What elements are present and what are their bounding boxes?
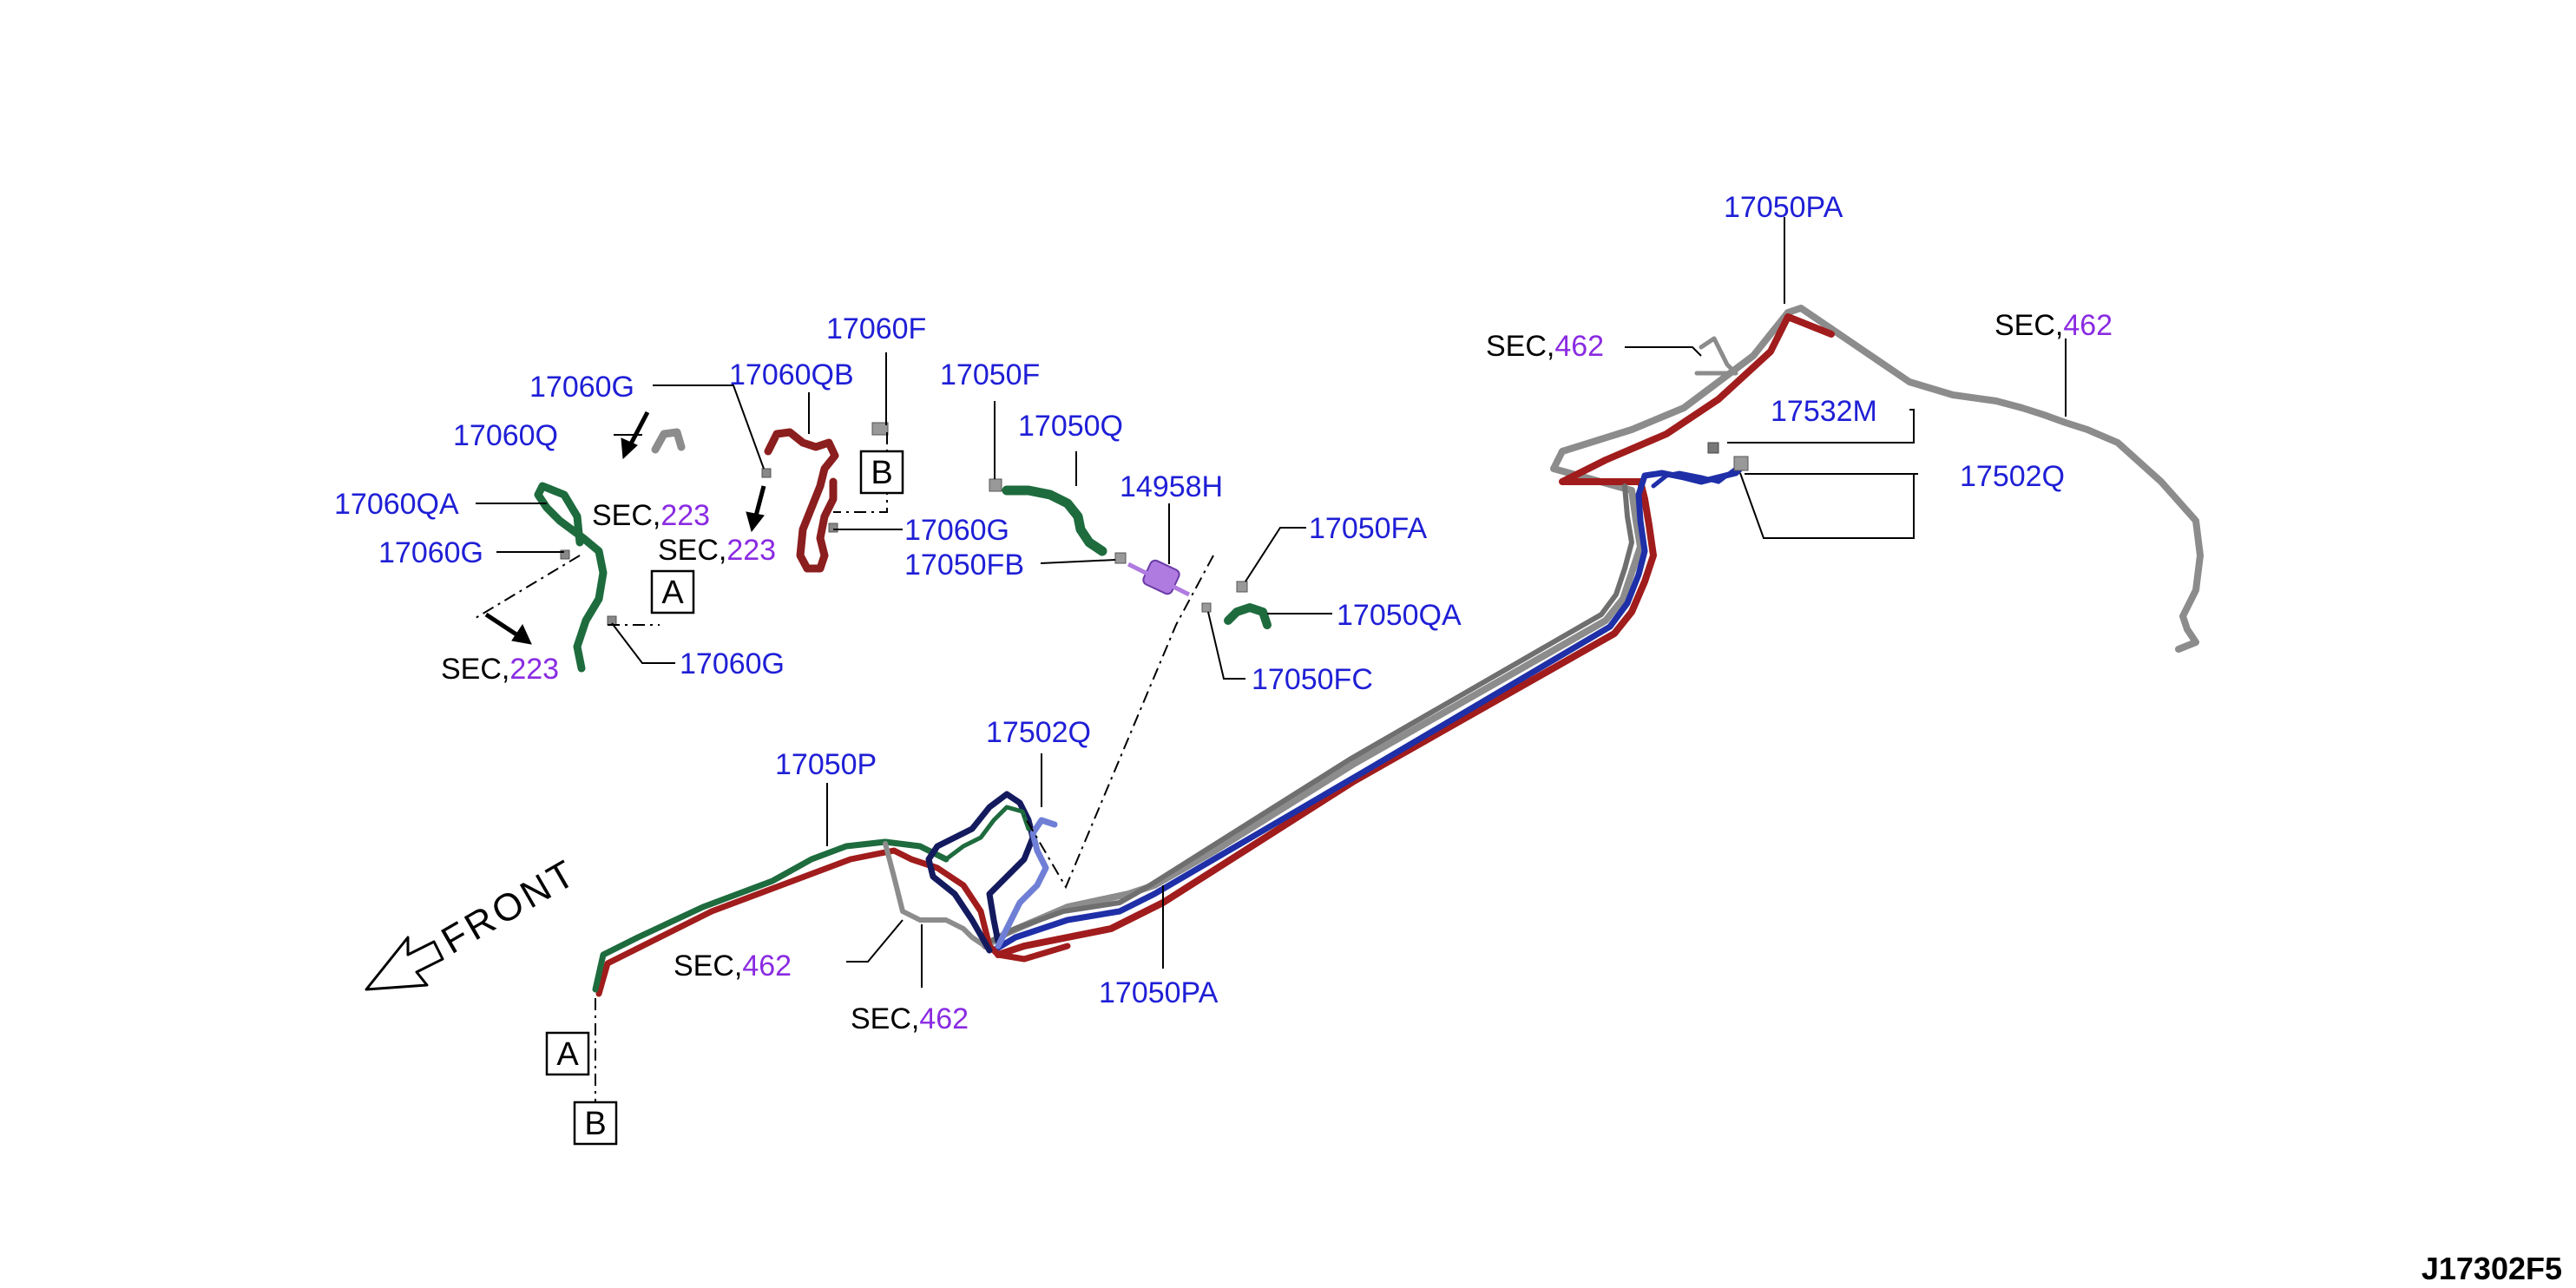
tube-red-rear-stub: [1785, 314, 1834, 337]
main-tube-bundle: [982, 305, 2204, 958]
tube-grey-second: [987, 483, 1634, 944]
label-17050p: 17050P: [775, 748, 877, 781]
arrow-sec223-b: [752, 485, 766, 520]
clip-17050f: [989, 478, 1002, 492]
ref-box-a-upper-label: A: [661, 575, 684, 611]
tube-navy-loop: [925, 791, 1036, 954]
leader-lines: [476, 217, 2067, 988]
label-sec-223-c: SEC,223: [441, 653, 559, 686]
tube-red-front: [595, 847, 1071, 997]
label-17050f: 17050F: [940, 358, 1040, 391]
label-17060g-3: 17060G: [904, 514, 1009, 547]
clip-17060f: [871, 422, 889, 436]
ref-box-a-lower-label: A: [556, 1036, 579, 1073]
label-17060q: 17060Q: [453, 419, 558, 452]
label-17502q-right: 17502Q: [1960, 460, 2065, 493]
clip-17050fb: [1114, 552, 1127, 564]
tube-grey-front: [883, 841, 988, 949]
ref-box-b-lower-label: B: [584, 1106, 606, 1142]
label-17060g-4: 17060G: [680, 647, 785, 680]
connector-17532m: [1707, 442, 1719, 454]
callout-labels: 17050PA SEC,462 SEC,462 17532M 17502Q 17…: [334, 191, 2113, 1035]
label-17532m: 17532M: [1771, 395, 1877, 428]
clip-17502q-right: [1733, 456, 1749, 471]
front-arrow: FRONT: [365, 851, 585, 991]
front-arrow-icon: [365, 936, 444, 991]
front-tube-section: [592, 791, 1071, 997]
label-17060qb: 17060QB: [729, 358, 854, 391]
ref-box-a-lower: A: [545, 1031, 590, 1076]
label-17050q: 17050Q: [1018, 410, 1123, 443]
damper-14958h: [1127, 559, 1191, 597]
label-17050fc: 17050FC: [1252, 663, 1373, 696]
label-17060qa: 17060QA: [334, 488, 459, 521]
ref-box-a-upper: A: [650, 569, 695, 614]
label-17060g-2: 17060G: [378, 536, 483, 569]
small-clips: [560, 422, 1248, 626]
label-17050fa: 17050FA: [1309, 512, 1427, 545]
label-17050qa: 17050QA: [1337, 599, 1462, 632]
clip-17060g-c: [560, 549, 570, 560]
tube-17060q: [651, 428, 686, 454]
label-14958h: 14958H: [1120, 470, 1223, 503]
tube-grey-stub: [1694, 336, 1738, 376]
ref-box-b-lower: B: [573, 1101, 618, 1146]
clip-17050fc: [1201, 602, 1212, 613]
tube-grey-main: [982, 305, 2204, 950]
right-connectors: [1651, 442, 1749, 489]
label-sec-462-d: SEC,462: [851, 1002, 969, 1035]
section-arrows: [484, 411, 766, 645]
label-sec-462-b: SEC,462: [1994, 309, 2113, 342]
label-17060g-1: 17060G: [529, 371, 634, 404]
label-17060f: 17060F: [826, 312, 926, 345]
tube-17050qa: [1224, 603, 1272, 629]
tube-green-loop: [943, 805, 1031, 862]
clip-17060g-b: [828, 522, 838, 533]
label-sec-462-c: SEC,462: [674, 950, 792, 982]
upper-left-tubes: [534, 428, 1272, 673]
ref-box-b-upper: B: [859, 450, 904, 495]
tube-17060qa: [534, 482, 608, 673]
label-sec-223-b: SEC,223: [658, 534, 776, 567]
label-17050pa-top: 17050PA: [1724, 191, 1843, 224]
arrow-sec223-c: [484, 612, 521, 639]
tube-17060qb: [764, 428, 839, 573]
clip-17050fa: [1236, 581, 1248, 593]
tube-blue-main: [990, 461, 1748, 954]
tube-green-front: [592, 838, 950, 993]
label-sec-462-a: SEC,462: [1486, 330, 1604, 363]
arrow-sec223-a: [627, 411, 650, 449]
label-17050pa-bottom: 17050PA: [1099, 976, 1219, 1009]
label-sec-223-a: SEC,223: [592, 499, 710, 532]
diagram-id: J17302F5: [2422, 1251, 2562, 1286]
label-17050fb: 17050FB: [904, 549, 1024, 582]
clip-17060g-a: [761, 468, 772, 478]
tube-red-main: [995, 313, 1835, 958]
label-17502q-mid: 17502Q: [986, 716, 1091, 749]
ref-box-b-upper-label: B: [871, 455, 892, 491]
front-label: FRONT: [435, 851, 585, 962]
tube-17050q: [1002, 485, 1107, 556]
tube-lightblue-loop: [995, 817, 1058, 950]
